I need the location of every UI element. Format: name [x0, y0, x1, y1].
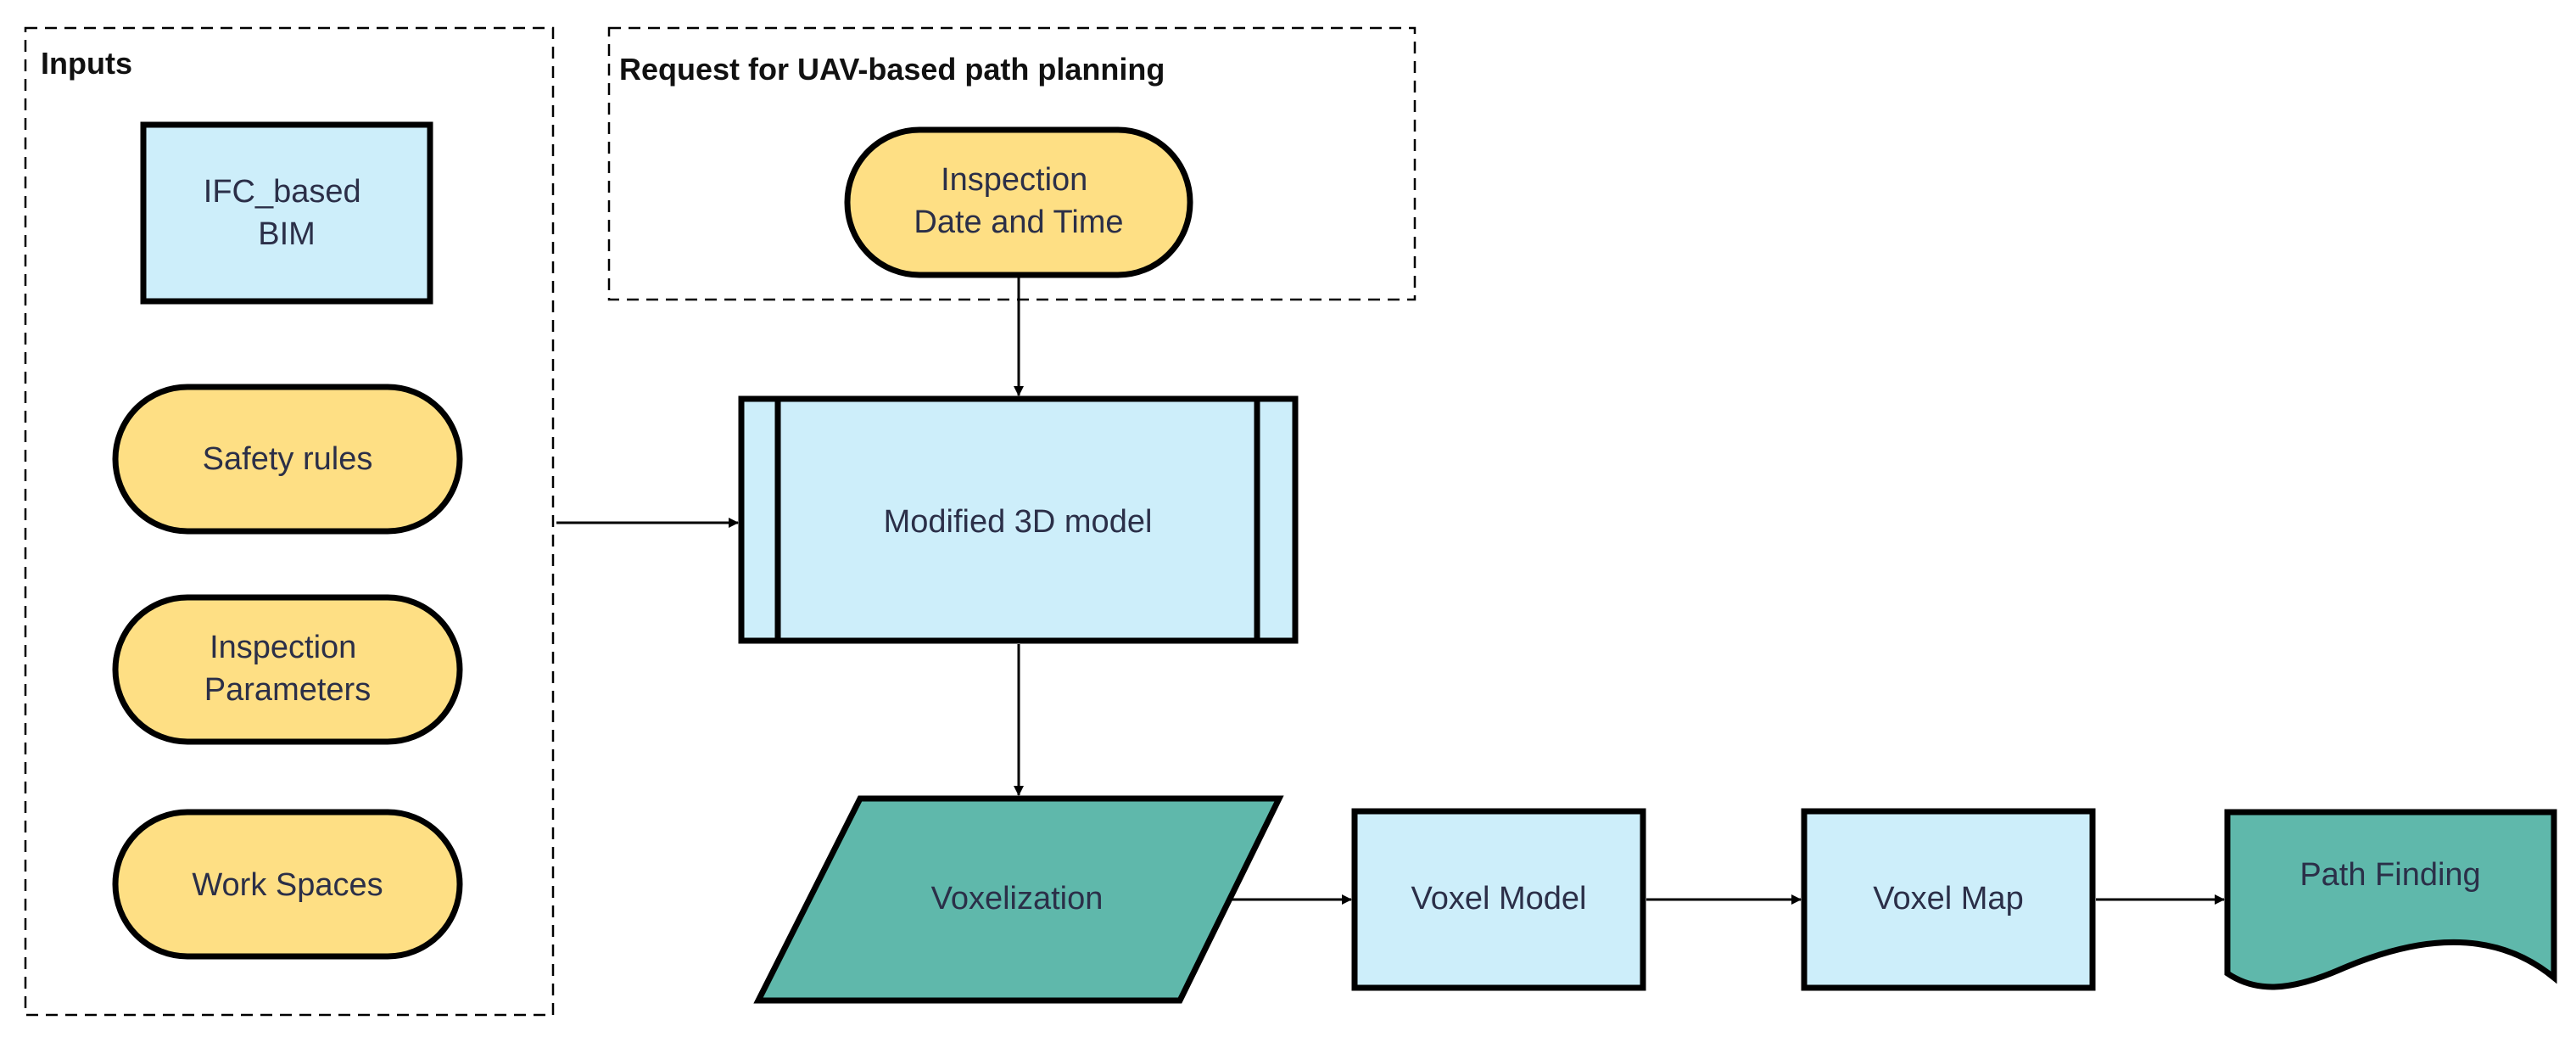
- group-request: Request for UAV-based path planning: [607, 26, 1417, 301]
- voxel-model-box: [1351, 808, 1646, 991]
- ifc-bim-node[interactable]: IFC_based BIM: [140, 121, 433, 305]
- modified-3d-model-box: [738, 395, 1299, 644]
- connectors: [556, 277, 2225, 905]
- group-inputs: Inputs: [24, 26, 555, 1017]
- request-dashed-border: [607, 26, 1417, 301]
- inputs-dashed-border: [24, 26, 555, 1017]
- inspection-parameters-line1: Inspection: [210, 630, 356, 665]
- path-finding-label: Path Finding: [2299, 857, 2480, 893]
- work-spaces-pill: [112, 809, 463, 960]
- request-group-label: Request for UAV-based path planning: [619, 52, 1165, 87]
- path-finding-document-shape: [2224, 809, 2557, 990]
- voxel-model-label: Voxel Model: [1411, 881, 1586, 916]
- voxelization-node[interactable]: Voxelization: [753, 795, 1284, 1004]
- inspection-datetime-label: Inspection Date and Time: [914, 162, 1123, 240]
- inspection-parameters-node[interactable]: Inspection Parameters: [112, 594, 463, 745]
- inspection-datetime-line1: Inspection: [941, 162, 1087, 198]
- ifc-bim-line1: IFC_based: [204, 174, 361, 210]
- inspection-parameters-line2: Parameters: [204, 672, 371, 708]
- voxel-map-box: [1801, 808, 2096, 991]
- voxel-map-node[interactable]: Voxel Map: [1801, 808, 2096, 991]
- work-spaces-label: Work Spaces: [192, 867, 383, 903]
- voxelization-parallelogram: [753, 795, 1284, 1004]
- voxelization-label: Voxelization: [931, 881, 1104, 916]
- inspection-datetime-line2: Date and Time: [914, 205, 1123, 240]
- inspection-datetime-node[interactable]: Inspection Date and Time: [844, 126, 1193, 278]
- safety-rules-pill: [112, 384, 463, 535]
- inspection-datetime-pill: [844, 126, 1193, 278]
- work-spaces-node[interactable]: Work Spaces: [112, 809, 463, 960]
- inspection-parameters-label: Inspection Parameters: [204, 630, 371, 708]
- safety-rules-label: Safety rules: [203, 441, 373, 477]
- ifc-bim-label: IFC_based BIM: [204, 174, 370, 252]
- inspection-parameters-pill: [112, 594, 463, 745]
- voxel-map-label: Voxel Map: [1873, 881, 2023, 916]
- ifc-bim-line2: BIM: [258, 216, 316, 252]
- modified-3d-model-label: Modified 3D model: [884, 504, 1153, 540]
- modified-3d-model-node[interactable]: Modified 3D model: [738, 395, 1299, 644]
- path-finding-node[interactable]: Path Finding: [2224, 809, 2557, 990]
- safety-rules-node[interactable]: Safety rules: [112, 384, 463, 535]
- inputs-group-label: Inputs: [41, 46, 132, 81]
- ifc-bim-box: [140, 121, 433, 305]
- voxel-model-node[interactable]: Voxel Model: [1351, 808, 1646, 991]
